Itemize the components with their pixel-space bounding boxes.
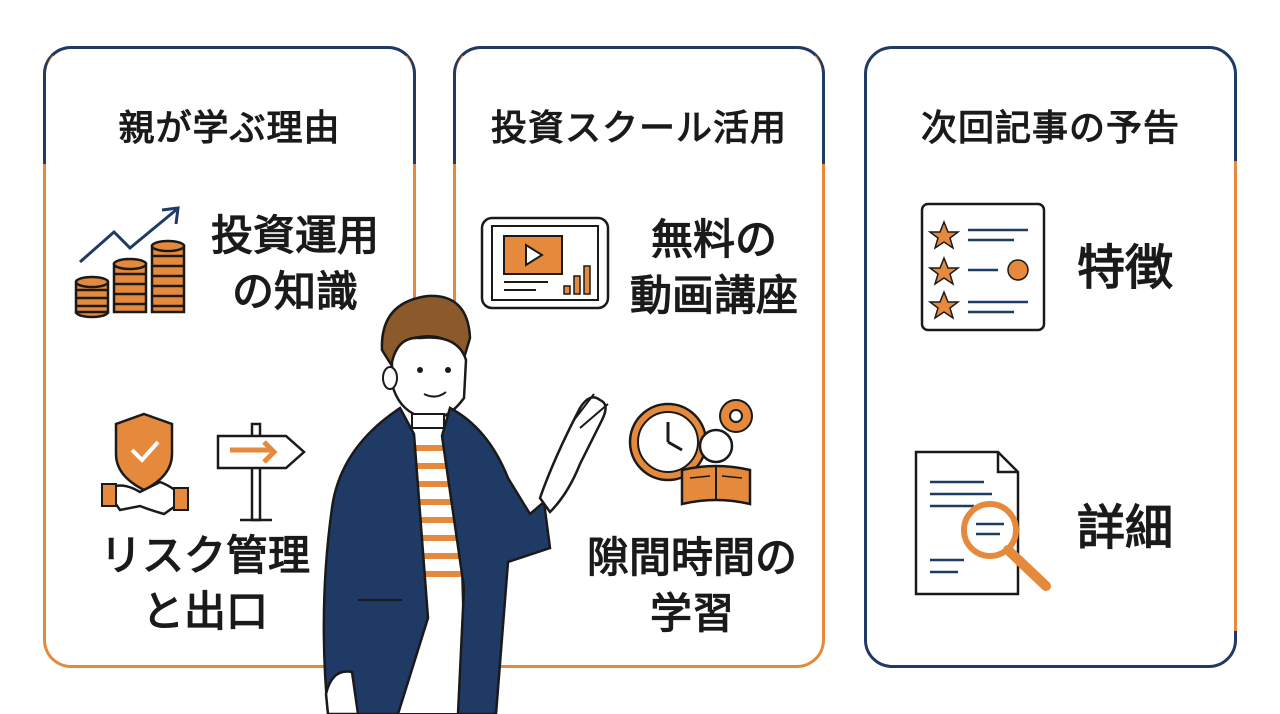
label-risk-management: リスク管理 と出口 xyxy=(90,528,320,640)
label-features: 特徴 xyxy=(1060,240,1190,296)
label-line: 特徴 xyxy=(1076,240,1173,296)
card-title: 次回記事の予告 xyxy=(920,108,1180,149)
label-free-video-course: 無料の 動画講座 xyxy=(614,212,814,324)
card-title: 親が学ぶ理由 xyxy=(118,108,341,149)
label-line: 無料の xyxy=(650,215,777,264)
label-investment-knowledge: 投資運用 の知識 xyxy=(200,208,390,320)
label-line: 学習 xyxy=(649,589,734,638)
star-checklist-icon xyxy=(920,202,1046,332)
card-investment-school: 投資スクール活用 xyxy=(453,46,825,668)
label-line: 投資運用 xyxy=(210,211,379,260)
presenter-man-icon xyxy=(322,294,609,714)
card-title: 投資スクール活用 xyxy=(490,108,787,149)
document-magnifier-icon xyxy=(914,450,1051,596)
growth-coins-icon xyxy=(74,206,186,319)
label-spare-time-learning: 隙間時間の 学習 xyxy=(572,530,812,642)
card-parents-learning: 親が学ぶ理由 xyxy=(43,46,416,668)
label-line: と出口 xyxy=(141,587,268,636)
label-line: リスク管理 xyxy=(99,531,310,580)
label-line: の知識 xyxy=(231,267,358,316)
label-line: 隙間時間の xyxy=(586,533,797,582)
shield-handshake-signpost-icon xyxy=(101,412,306,522)
video-tablet-icon xyxy=(480,216,610,310)
label-details: 詳細 xyxy=(1060,500,1190,556)
label-line: 詳細 xyxy=(1076,500,1173,556)
label-line: 動画講座 xyxy=(629,271,798,320)
clock-reading-icon xyxy=(628,399,753,506)
